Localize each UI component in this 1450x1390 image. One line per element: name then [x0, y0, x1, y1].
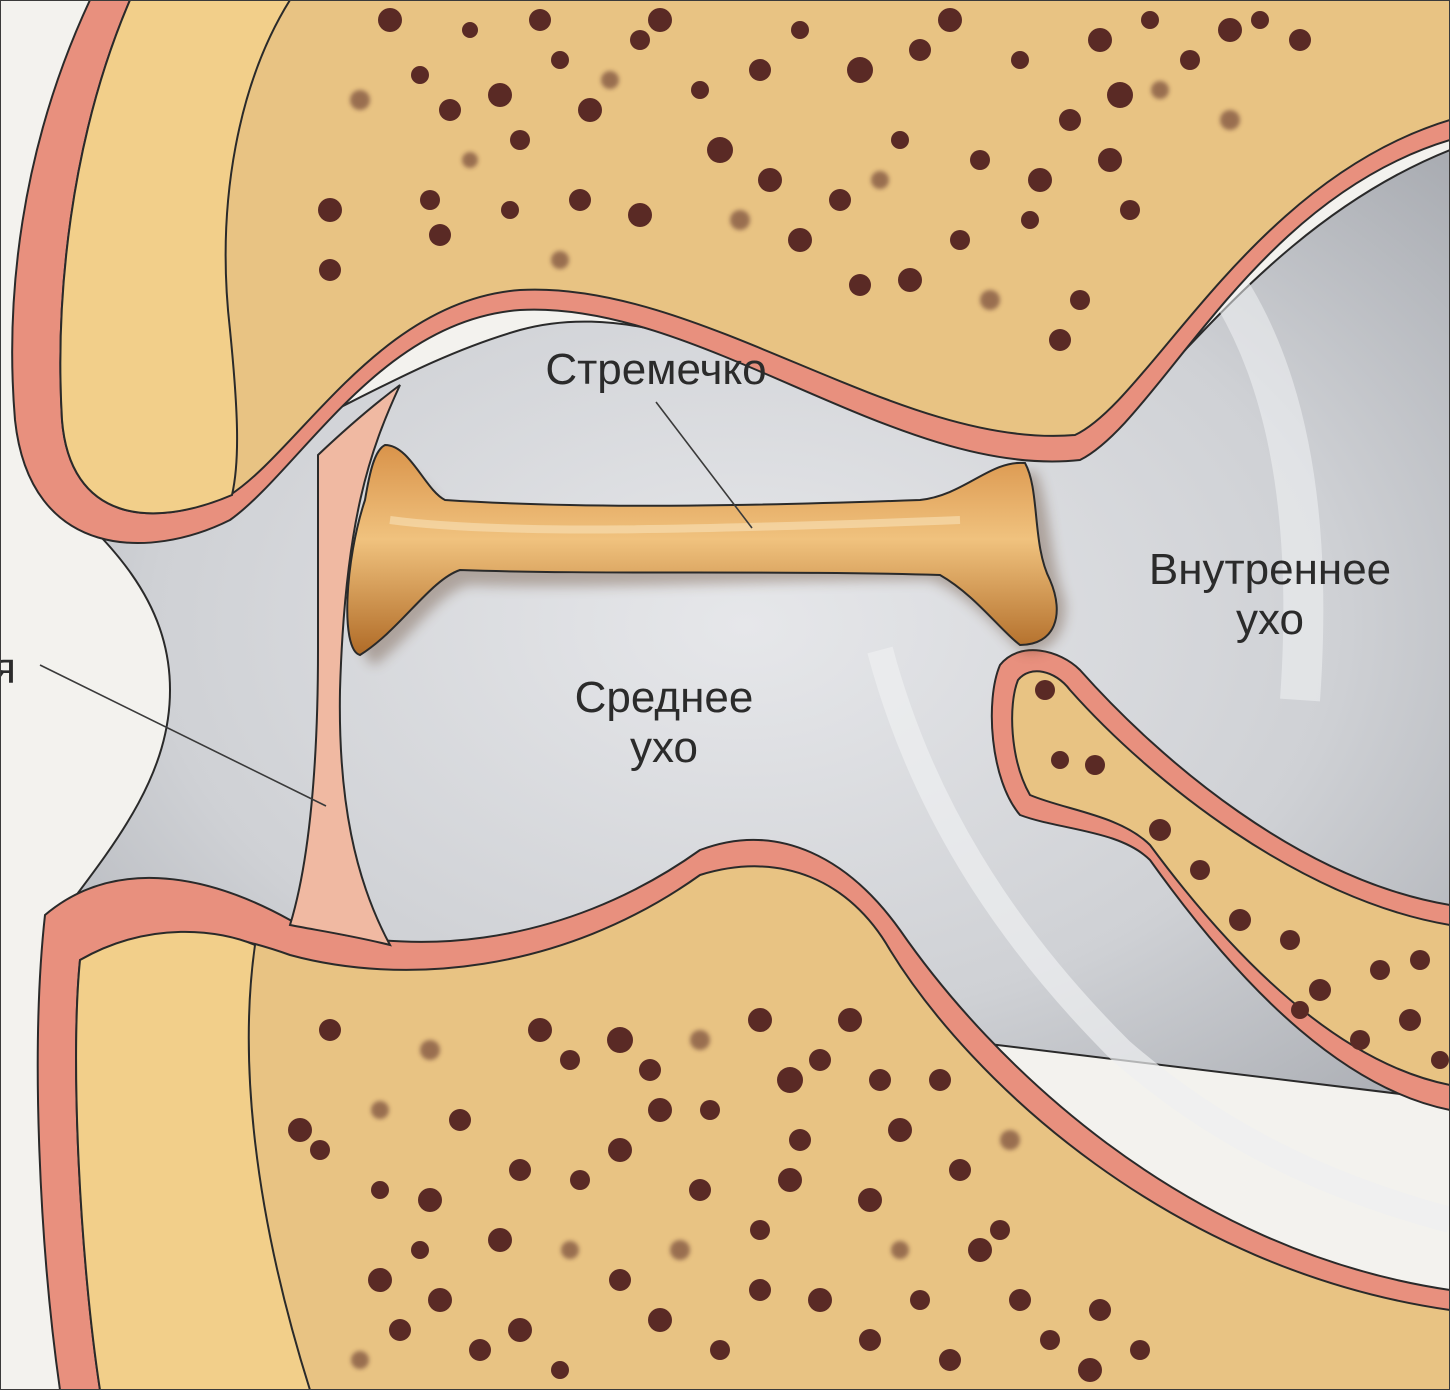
stapes-label: Стремечко	[545, 345, 766, 394]
eardrum-label-fragment: я	[0, 644, 16, 693]
middle-ear-label-line1: Среднее	[575, 673, 754, 722]
inner-ear-label-line2: ухо	[1236, 595, 1304, 644]
inner-ear-label-line1: Внутреннее	[1149, 545, 1391, 594]
middle-ear-label-line2: ухо	[630, 723, 698, 772]
